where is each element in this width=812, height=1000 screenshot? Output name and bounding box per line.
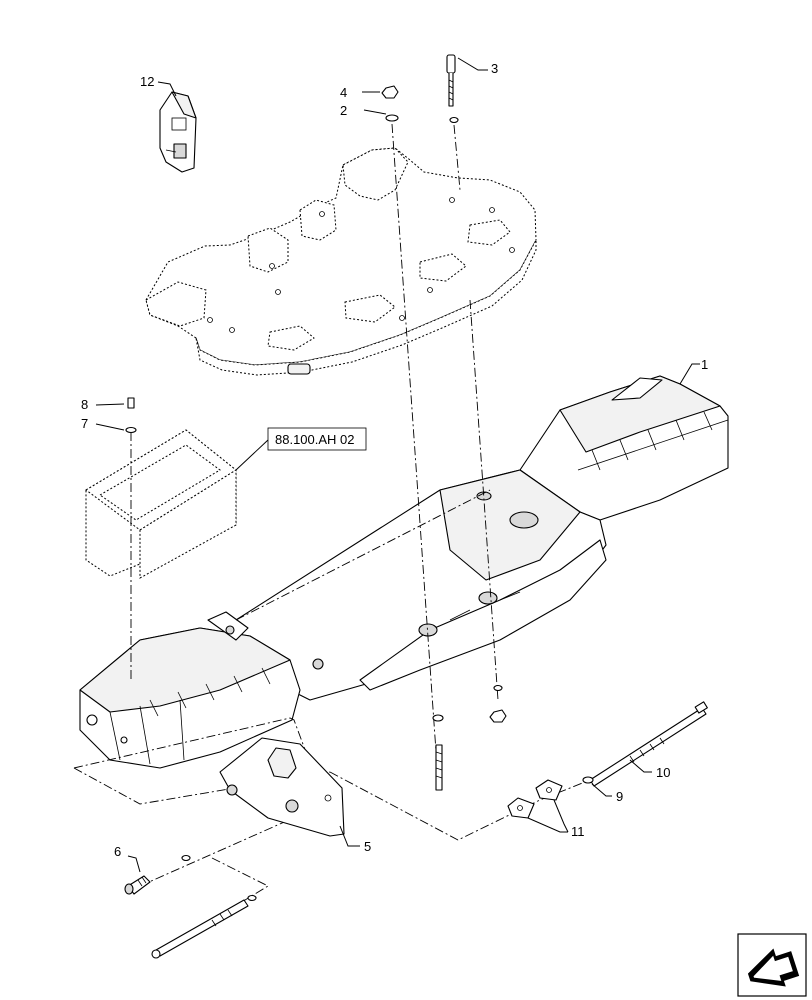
tool-box-ghost — [85, 397, 237, 579]
lower-hardware — [124, 684, 708, 959]
callout-5: 5 — [364, 839, 371, 854]
part-1-main-frame — [79, 375, 729, 769]
callout-9: 9 — [616, 789, 623, 804]
callout-8: 8 — [81, 397, 88, 412]
callout-3: 3 — [491, 61, 498, 76]
callout-10: 10 — [656, 765, 670, 780]
upper-frame-ghost — [145, 147, 537, 376]
reference-box-88-100-ah-02[interactable]: 88.100.AH 02 — [235, 427, 367, 471]
callout-12: 12 — [140, 74, 154, 89]
reference-label: 88.100.AH 02 — [275, 432, 355, 447]
callout-6: 6 — [114, 844, 121, 859]
callout-2: 2 — [340, 103, 347, 118]
callouts: 1 2 3 4 5 6 7 8 9 10 11 12 — [81, 57, 708, 873]
top-hardware — [381, 54, 459, 124]
callout-7: 7 — [81, 416, 88, 431]
part-12-bracket — [159, 91, 197, 173]
callout-1: 1 — [701, 357, 708, 372]
callout-4: 4 — [340, 85, 347, 100]
callout-11: 11 — [571, 824, 585, 839]
next-page-arrow-icon[interactable] — [737, 933, 807, 997]
